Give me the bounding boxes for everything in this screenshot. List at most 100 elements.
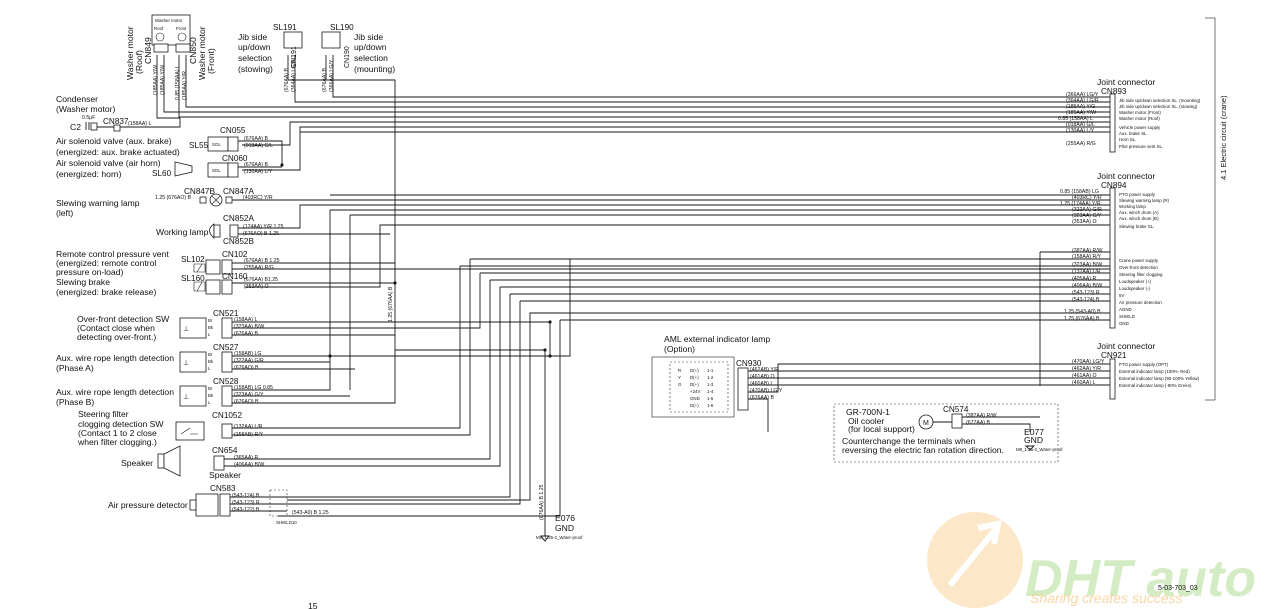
aml-wires: (462AB) Y/R (461AB) O (460AB) L (470AB) … — [750, 367, 783, 401]
speaker-group: Speaker CN654 Speaker (365AA) R (406AA) … — [121, 280, 501, 480]
aml-row-1-type: D(+) — [690, 375, 699, 380]
cn893-label-3: Washer motor (Roof) — [1119, 116, 1160, 121]
cn894-wire-1: (403RC) Y/R — [1072, 195, 1102, 201]
cn528-wire-1: (323AA) G/Y — [234, 392, 264, 398]
gr700-group: GR-700N-1 Oil cooler (for local support)… — [833, 403, 1063, 463]
cn521-desc-1: Over-front detection SW — [77, 314, 170, 324]
cn850-code: CN850 — [188, 37, 198, 64]
cn528-plug — [221, 385, 233, 407]
cn894-lwire-8: 1.25 (543-A0) B — [1064, 309, 1101, 315]
cn583-plug — [219, 493, 231, 517]
cn850-wire-2: (185AA) Y/R — [182, 71, 188, 100]
cn894-llabel-5: Loudspeaker (-) — [1119, 286, 1151, 291]
aml-row-0-pin: 1-1 — [707, 368, 714, 373]
cn894-llabel-9: SHIELD — [1119, 314, 1135, 319]
cn921-block — [1109, 358, 1116, 400]
aml-row-1-color: Y — [678, 375, 681, 380]
e076-sub: M8_1.25-2_Water-proof — [536, 535, 583, 540]
aml-row-2-type: D(+) — [690, 382, 699, 387]
sl190-code: SL190 — [330, 23, 354, 32]
cn930-plug — [737, 367, 749, 411]
cn528-wire-0: (158AB) LG 0.85 — [234, 385, 273, 391]
cn849-plug — [153, 43, 169, 53]
cn527-sensor-icon: ⊥ — [183, 360, 189, 367]
cn894-wire-labels: 0.85 (158AB) LG (403RC) Y/R 1.25 (174AA)… — [1060, 189, 1102, 225]
cn850-desc-2: (Front) — [206, 48, 216, 74]
cn528-cn: CN528 — [213, 377, 239, 386]
cn893-label-2: Washer motor (Front) — [1119, 110, 1161, 115]
side-label: 4.1 Electric circuit (crane) — [1219, 95, 1228, 180]
cn894-pin-labels: PTO power supply Slewing warning lamp (R… — [1119, 192, 1170, 229]
e076-wire-label: (676AA) B 1.25 — [539, 484, 545, 520]
sl190-solenoid — [321, 31, 341, 49]
cn847b: CN847B — [184, 187, 215, 196]
c2-connector — [90, 122, 98, 131]
cn850-wire-1: 0.85 (158AA) L — [175, 65, 181, 100]
cn849-desc-1: Washer motor — [125, 26, 135, 80]
sl60-wire-2: (130AA) L/Y — [244, 169, 273, 175]
aml-box — [651, 356, 735, 418]
sl160-cn: CN160 — [222, 272, 248, 281]
cn527-sensor — [179, 351, 207, 373]
sl190-desc-2: up/down — [354, 42, 387, 52]
jib-selection-group: SL191 SL190 Jib side up/down selection (… — [238, 23, 395, 92]
gr700-wire-1: (677AA) B — [966, 420, 990, 426]
sl102-desc-2: (energized: remote control — [56, 258, 156, 268]
cn893-label-0: Jib side up/down selection SL. (mounting… — [1119, 98, 1201, 103]
vertical-wire-label: 1.25 (676AA) B — [388, 286, 394, 322]
sl190-cn: CN190 — [344, 46, 351, 68]
aml-row-2-pin: 1-3 — [707, 382, 714, 387]
cn894-lower-wires — [287, 251, 1110, 501]
sl160-group: Slewing brake (energized: brake release)… — [56, 272, 397, 297]
cn527-pin-1: Bk — [208, 359, 214, 364]
sl60-plug — [227, 162, 239, 178]
cn893-label-6: Horn SL. — [1119, 137, 1136, 142]
slewing-lamp-desc-2: (left) — [56, 208, 73, 218]
cn849-desc-2: (Roof) — [134, 50, 144, 74]
watermark-arrow-icon — [947, 520, 1002, 587]
cn1052-group: Steering filter clogging detection SW (C… — [77, 259, 471, 447]
cn528-group: Aux. wire rope length detection (Phase B… — [56, 350, 396, 407]
sl190-desc-4: (mounting) — [354, 64, 395, 74]
cn847b-plug — [199, 196, 207, 204]
cn894-lwire-5: (406AA) B/W — [1072, 283, 1102, 289]
aml-wire-2: (460AB) L — [750, 381, 773, 387]
sl190-desc-1: Jib side — [354, 32, 383, 42]
gr700-wire-0: (387AA) R/W — [966, 413, 997, 419]
cn893-block — [1109, 93, 1116, 153]
cn893-label-7: Pilot pressure vent SL. — [1119, 144, 1163, 149]
cn528-desc-2: (Phase B) — [56, 397, 94, 407]
sl160-desc-1: Slewing brake — [56, 277, 110, 287]
cn921-label-1: External indicator lamp (100%- Red) — [1119, 369, 1190, 374]
air-pressure-cn: CN583 — [210, 484, 236, 493]
aml-wire-1: (461AB) O — [750, 374, 775, 380]
cn1052-desc-1: Steering filter — [78, 409, 129, 419]
slewing-lamp-cross — [211, 195, 221, 205]
cn921-wire-1: (462AA) Y/R — [1072, 366, 1101, 372]
aml-row-5-pin: 1-6 — [707, 403, 714, 408]
sl191-cn: CN191 — [291, 46, 298, 68]
cn847a-plug — [225, 196, 233, 204]
sl102-wire-1: (676AA) B 1.25 — [244, 258, 280, 264]
sl191-desc-1: Jib side — [238, 32, 267, 42]
sl102-group: Remote control pressure vent (energized:… — [56, 249, 1110, 277]
cn894-lower-wire-labels: (387AA) R/W (158AA) R/Y (323AA) B/W (132… — [1064, 248, 1103, 322]
working-lamp-body — [213, 224, 221, 238]
cn894-llabel-1: Crane power supply — [1119, 258, 1159, 263]
working-lamp-group: Working lamp CN852A CN852B (174AA) Y/R 1… — [156, 204, 1110, 246]
cn894-label-1: Slewing warning lamp (R) — [1119, 198, 1170, 203]
sl102-code: SL102 — [181, 255, 205, 264]
sl55-desc-1: Air solenoid valve (aux. brake) — [56, 136, 172, 146]
e077-sub: M8_1.25-2_Water-proof — [1016, 447, 1063, 452]
sl191-desc-2: up/down — [238, 42, 271, 52]
cn521-pin-0: Br — [208, 318, 213, 323]
condenser-cn: CN837 — [103, 117, 129, 126]
sl55-sol: SOL — [212, 142, 221, 147]
cn527-wire-1: (322AA) G/R — [234, 358, 264, 364]
washer-box-roof: Roof — [154, 26, 164, 31]
air-pressure-nozzle — [189, 499, 197, 511]
condenser-wire: (158AA) L — [128, 121, 151, 127]
gr700-note-1: Counterchange the terminals when — [842, 436, 976, 446]
aml-cn: CN930 — [736, 359, 762, 368]
